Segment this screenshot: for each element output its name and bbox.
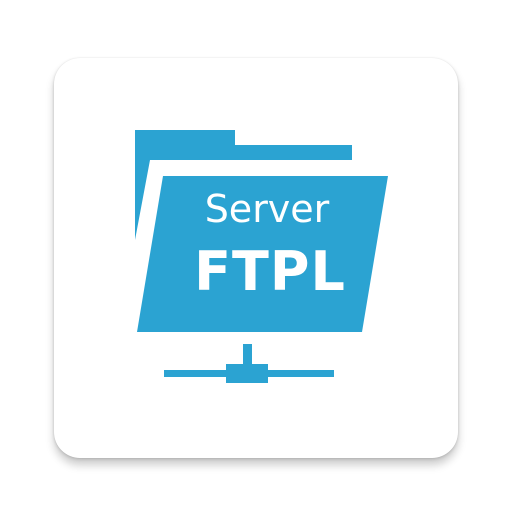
network-stem — [243, 344, 252, 370]
folder-front-flap — [137, 176, 388, 332]
folder-icon — [135, 130, 388, 332]
network-icon — [164, 344, 334, 383]
app-label-ftpl: FTPL — [194, 240, 346, 303]
network-node — [226, 364, 268, 383]
app-label-server: Server — [205, 187, 330, 231]
folder-back-panel — [135, 130, 352, 240]
